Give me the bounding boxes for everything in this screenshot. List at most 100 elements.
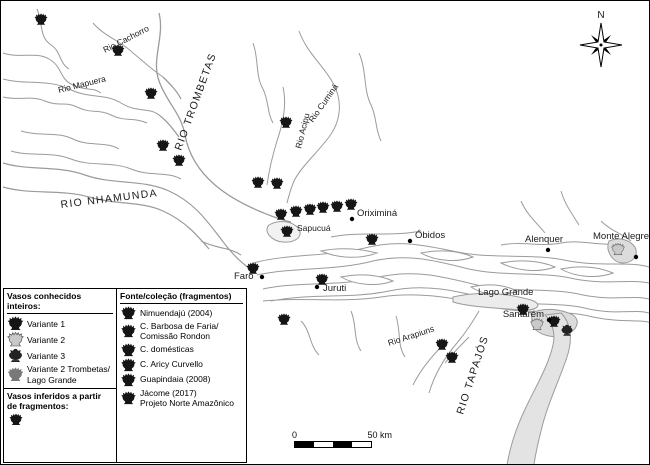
river-path-cumina-acipu [252, 30, 382, 204]
source-barbosa-label: C. Barbosa de Faria/ Comissão Rondon [140, 321, 219, 342]
vessel-marker-variant-1 [344, 198, 358, 210]
inferred-fragment-icon [9, 413, 23, 426]
vessel-marker-variant-1 [34, 13, 48, 25]
legend-divider-line [4, 387, 116, 389]
vessel-marker-variant-1 [330, 200, 344, 212]
scale-segment [314, 442, 333, 447]
variant-3-label: Variante 3 [27, 350, 66, 361]
legend-source-header: Fonte/coleção (fragmentos) [120, 291, 243, 305]
compass-north-label: N [597, 10, 604, 21]
variant-1-icon [7, 316, 24, 331]
place-label-faro: Faro [234, 271, 254, 282]
city-dot-santarem [546, 317, 552, 323]
river-label-trombetas: RIO TROMBETAS [173, 51, 219, 152]
scale-bar-segments [294, 441, 372, 448]
scale-segment [333, 442, 352, 447]
source-jacome-subtitle: Projeto Norte Amazônico [140, 397, 235, 408]
legend-variant-1-row: Variante 1 [7, 316, 113, 331]
source-nimuendaju-label: Nimuendajú (2004) [140, 308, 213, 319]
vessel-marker-variant-1 [172, 154, 186, 166]
source-guapindaia-row: Guapindaia (2008) [120, 373, 243, 387]
river-islands [319, 248, 615, 295]
variant-3-icon [7, 348, 24, 363]
variant-2-label: Variante 2 [27, 334, 66, 345]
scale-end-label: 50 km [367, 430, 392, 440]
vessel-marker-variant-1 [144, 87, 158, 99]
source-domesticas-label: C. domésticas [140, 344, 194, 355]
source-curvello-icon [120, 358, 137, 372]
legend-variant-2-trombetas-row: Variante 2 Trombetas/ Lago Grande [7, 364, 113, 385]
legend-whole-vessels-column: Vasos conhecidos inteiros: Variante 1 Va… [4, 289, 117, 462]
vessel-marker-variant-1 [303, 203, 317, 215]
city-dot-faro [259, 274, 265, 280]
source-nimuendaju-icon [120, 306, 137, 320]
city-dot-monte-alegre [633, 254, 639, 260]
map-legend: Vasos conhecidos inteiros: Variante 1 Va… [3, 288, 247, 463]
river-label-cachorro: Rio Cachorro [101, 23, 150, 55]
river-path-nhamunda [2, 162, 254, 272]
place-label-juruti: Juruti [323, 283, 346, 294]
place-label-monte-alegre: Monte Alegre [593, 231, 649, 242]
vessel-marker-variant-1 [365, 233, 379, 245]
place-label-sapucua: Sapucuá [297, 223, 331, 233]
lake-lago-grande [452, 292, 539, 311]
source-jacome-row: Jácome (2017) Projeto Norte Amazônico [120, 388, 243, 408]
river-label-arapiuns: Rio Arapiuns [387, 323, 436, 347]
source-barbosa-icon [120, 324, 137, 338]
scale-bar: 0 50 km [292, 430, 392, 448]
scale-bar-labels: 0 50 km [292, 430, 392, 440]
source-nimuendaju-row: Nimuendajú (2004) [120, 306, 243, 320]
city-dot-oriximina [349, 216, 355, 222]
river-path-northwest [2, 8, 182, 180]
vessel-marker-variant-1 [289, 205, 303, 217]
source-guapindaia-icon [120, 373, 137, 387]
source-jacome-label: Jácome (2017) Projeto Norte Amazônico [140, 388, 234, 408]
vessel-marker-variant-1 [270, 177, 284, 189]
source-domesticas-row: C. domésticas [120, 343, 243, 357]
variant-1-label: Variante 1 [27, 318, 66, 329]
city-dot-juruti [314, 284, 320, 290]
river-path-south-shore [300, 310, 480, 394]
scale-segment [295, 442, 314, 447]
vessel-marker-variant-1 [156, 139, 170, 151]
legend-sources-column: Fonte/coleção (fragmentos) Nimuendajú (2… [117, 289, 246, 462]
vessel-marker-variant-1 [251, 176, 265, 188]
city-dots [259, 216, 639, 323]
variant-2-trombetas-label: Variante 2 Trombetas/ Lago Grande [27, 364, 110, 385]
source-curvello-label: C. Aricy Curvello [140, 359, 203, 370]
variant-2-trombetas-icon [7, 367, 24, 382]
legend-whole-header: Vasos conhecidos inteiros: [7, 291, 113, 315]
river-label-tapajos: RIO TAPAJÓS [453, 334, 491, 416]
river-label-acipu: Rio Acipu [293, 112, 311, 150]
river-tapajos-body [506, 312, 571, 464]
source-jacome-icon [120, 391, 137, 405]
place-label-oriximina: Oriximiná [357, 208, 398, 219]
legend-variant-3-row: Variante 3 [7, 348, 113, 363]
city-dot-alenquer [545, 247, 551, 253]
vessel-marker-variant-1 [277, 313, 291, 325]
river-label-nhamunda: RIO NHAMUNDA [60, 187, 159, 211]
compass-center [599, 43, 603, 47]
source-domesticas-icon [120, 343, 137, 357]
vessel-marker-variant-1 [435, 338, 449, 350]
vessel-marker-variant-1 [316, 201, 330, 213]
city-dot-obidos [407, 238, 413, 244]
source-jacome-title: Jácome (2017) [140, 387, 197, 398]
compass-rose: N [579, 10, 623, 68]
source-barbosa-row: C. Barbosa de Faria/ Comissão Rondon [120, 321, 243, 341]
vessel-marker-variant-1 [445, 351, 459, 363]
variant-2-icon [7, 332, 24, 347]
source-guapindaia-label: Guapindaia (2008) [140, 374, 211, 385]
place-label-obidos: Óbidos [415, 230, 445, 241]
legend-variant-2-row: Variante 2 [7, 332, 113, 347]
legend-inferred-header: Vasos inferidos a partir de fragmentos: [7, 390, 102, 411]
place-label-santarem: Santarém [503, 309, 544, 320]
scale-segment [352, 442, 371, 447]
river-label-cumina: Rio Cuminá [306, 82, 340, 124]
scale-start-label: 0 [292, 430, 298, 440]
place-label-alenquer: Alenquer [525, 234, 563, 245]
place-label-lago-grande: Lago Grande [478, 287, 533, 298]
river-path-trombetas [155, 12, 292, 223]
